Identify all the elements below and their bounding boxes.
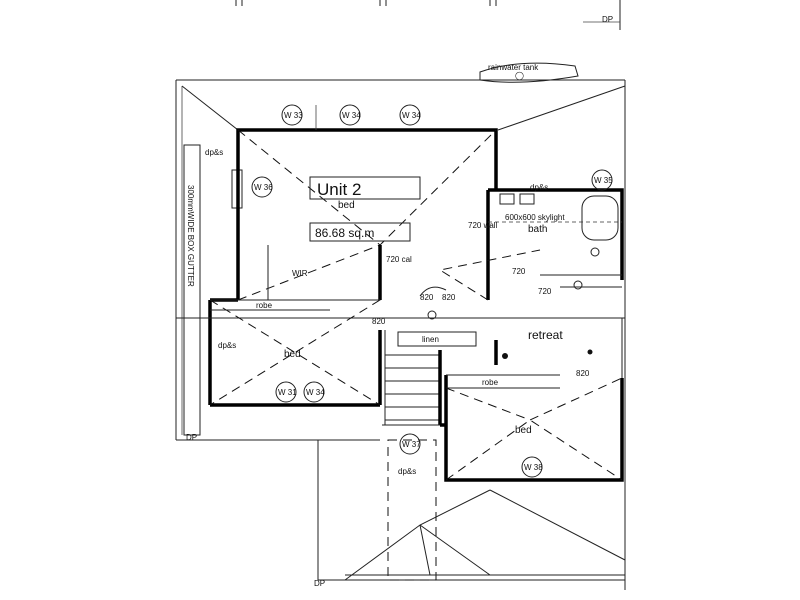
downpipe-label-bottom: DP bbox=[314, 579, 325, 588]
box-gutter: 300mmWIDE BOX GUTTER bbox=[183, 144, 243, 436]
window-marker-w6: W 31 bbox=[275, 381, 297, 403]
window-marker-w7: W 34 bbox=[303, 381, 325, 403]
downpipe-label-left: DP bbox=[186, 433, 197, 442]
bathtub bbox=[581, 195, 619, 241]
svg-text:W 34: W 34 bbox=[402, 111, 421, 120]
dps-label-bath: dp&s bbox=[530, 183, 548, 192]
bed-three-label: bed bbox=[515, 425, 532, 436]
svg-text:W 35: W 35 bbox=[594, 176, 613, 185]
dps-label-lower: dp&s bbox=[398, 467, 416, 476]
svg-text:W 34: W 34 bbox=[306, 388, 325, 397]
svg-text:W 38: W 38 bbox=[524, 463, 543, 472]
window-marker-w8: W 37 bbox=[399, 433, 421, 455]
robe-one-label: robe bbox=[256, 301, 273, 310]
svg-text:W 33: W 33 bbox=[284, 111, 303, 120]
area-label: 86.68 sq.m bbox=[315, 226, 374, 240]
label-820-d: 820 bbox=[576, 369, 590, 378]
wir-label: WIR bbox=[292, 269, 308, 278]
robe-two-label: robe bbox=[482, 378, 499, 387]
rainwater-tank: rainwater tank ◯ bbox=[479, 62, 579, 83]
bath-label: bath bbox=[528, 224, 547, 235]
box-gutter-label: 300mmWIDE BOX GUTTER bbox=[186, 185, 195, 287]
master-bed-label: bed bbox=[338, 200, 355, 211]
top-edge-marks: DP bbox=[235, 0, 621, 30]
retreat-label: retreat bbox=[528, 328, 563, 342]
label-720-b: 720 bbox=[538, 287, 552, 296]
window-marker-w2: W 34 bbox=[339, 104, 361, 126]
label-720-a: 720 bbox=[512, 267, 526, 276]
window-marker-w4: W 36 bbox=[251, 176, 273, 198]
svg-text:W 34: W 34 bbox=[342, 111, 361, 120]
dps-label-bed-two: dp&s bbox=[218, 341, 236, 350]
stairs-linen: linen bbox=[382, 330, 498, 426]
lower-roof: dp&s bbox=[344, 439, 626, 581]
bedroom-three: robe bed bbox=[440, 374, 624, 482]
window-marker-w9: W 38 bbox=[521, 456, 543, 478]
svg-text:W 37: W 37 bbox=[402, 440, 421, 449]
unit-name-box bbox=[309, 176, 421, 200]
bathroom: dp&s 600x600 skylight bath 720 wall 720 … bbox=[419, 183, 624, 302]
label-720-cal: 720 cal bbox=[386, 255, 412, 264]
window-marker-w5: W 35 bbox=[591, 169, 613, 191]
dps-label-master: dp&s bbox=[205, 148, 223, 157]
window-marker-w1: W 33 bbox=[281, 104, 303, 126]
window-marker-w3: W 34 bbox=[399, 104, 421, 126]
linen-label: linen bbox=[422, 335, 439, 344]
bed-two-label: bed bbox=[284, 349, 301, 360]
svg-text:◯: ◯ bbox=[515, 71, 524, 80]
svg-text:W 31: W 31 bbox=[278, 388, 297, 397]
master-bedroom: Unit 2 bed 86.68 sq.m dp&s bbox=[205, 128, 498, 405]
label-720-wall: 720 wall bbox=[468, 221, 498, 230]
retreat: retreat 820 bbox=[496, 317, 623, 378]
label-820-b: 820 bbox=[442, 293, 456, 302]
rainwater-tank-label: rainwater tank bbox=[488, 63, 539, 72]
downpipe-label-top: DP bbox=[602, 15, 613, 24]
svg-text:W 36: W 36 bbox=[254, 183, 273, 192]
walk-in-robe: WIR 720 cal bbox=[267, 245, 412, 301]
label-820-c: 820 bbox=[372, 317, 386, 326]
bedroom-two: robe bed dp&s 820 bbox=[209, 299, 386, 407]
roof-lines bbox=[175, 79, 626, 581]
area-box bbox=[309, 222, 411, 242]
label-820-a: 820 bbox=[420, 293, 434, 302]
skylight-label: 600x600 skylight bbox=[505, 213, 565, 222]
unit-name: Unit 2 bbox=[317, 180, 361, 199]
